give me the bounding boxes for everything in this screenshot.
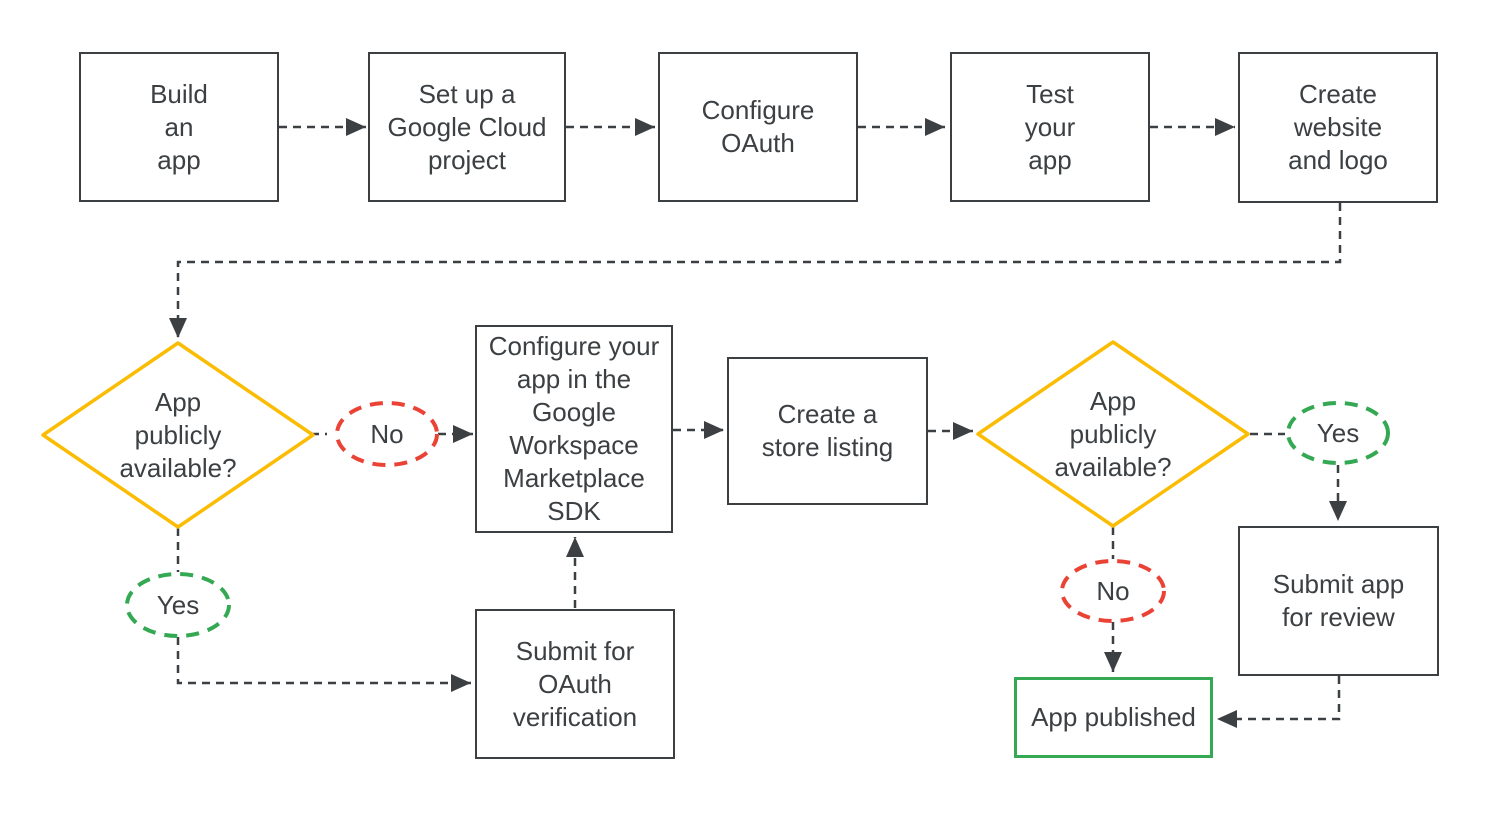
node-create-website-and-logo-label: Create website and logo [1288, 79, 1388, 175]
decision-diamond-right [976, 340, 1250, 528]
outcome-no-right-oval [1060, 559, 1166, 623]
outcome-no-left-oval [335, 401, 439, 467]
node-configure-app-marketplace-sdk-label: Configure your app in the Google Workspa… [488, 331, 660, 526]
node-submit-for-oauth-verification: Submit for OAuth verification [475, 609, 675, 759]
node-test-your-app-label: Test your app [1024, 78, 1076, 175]
decision-diamond-left [41, 341, 315, 529]
outcome-yes-left-oval [125, 572, 231, 638]
node-app-published: App published [1014, 677, 1213, 758]
node-submit-app-for-review: Submit app for review [1238, 526, 1439, 676]
node-build-an-app-label: Build an app [150, 78, 208, 175]
node-configure-oauth: Configure OAuth [658, 52, 858, 202]
connector-yes-to-submit-oauth [176, 637, 471, 692]
node-configure-oauth-label: Configure OAuth [701, 95, 815, 158]
connector-submit-review-to-published [1217, 676, 1341, 728]
node-setup-google-cloud-project-label: Set up a Google Cloud project [387, 78, 547, 175]
node-build-an-app: Build an app [79, 52, 279, 202]
node-create-store-listing-label: Create a store listing [761, 399, 894, 462]
node-configure-app-marketplace-sdk: Configure your app in the Google Workspa… [475, 325, 673, 533]
connector-website-to-decision-left [169, 203, 1342, 338]
node-create-store-listing: Create a store listing [727, 357, 928, 505]
node-submit-for-oauth-verification-label: Submit for OAuth verification [512, 635, 638, 732]
node-create-website-and-logo: Create website and logo [1238, 52, 1438, 203]
node-test-your-app: Test your app [950, 52, 1150, 202]
outcome-yes-right-oval [1286, 401, 1390, 465]
node-submit-app-for-review-label: Submit app for review [1272, 569, 1405, 632]
node-setup-google-cloud-project: Set up a Google Cloud project [368, 52, 566, 202]
node-app-published-label: App published [1031, 702, 1196, 732]
